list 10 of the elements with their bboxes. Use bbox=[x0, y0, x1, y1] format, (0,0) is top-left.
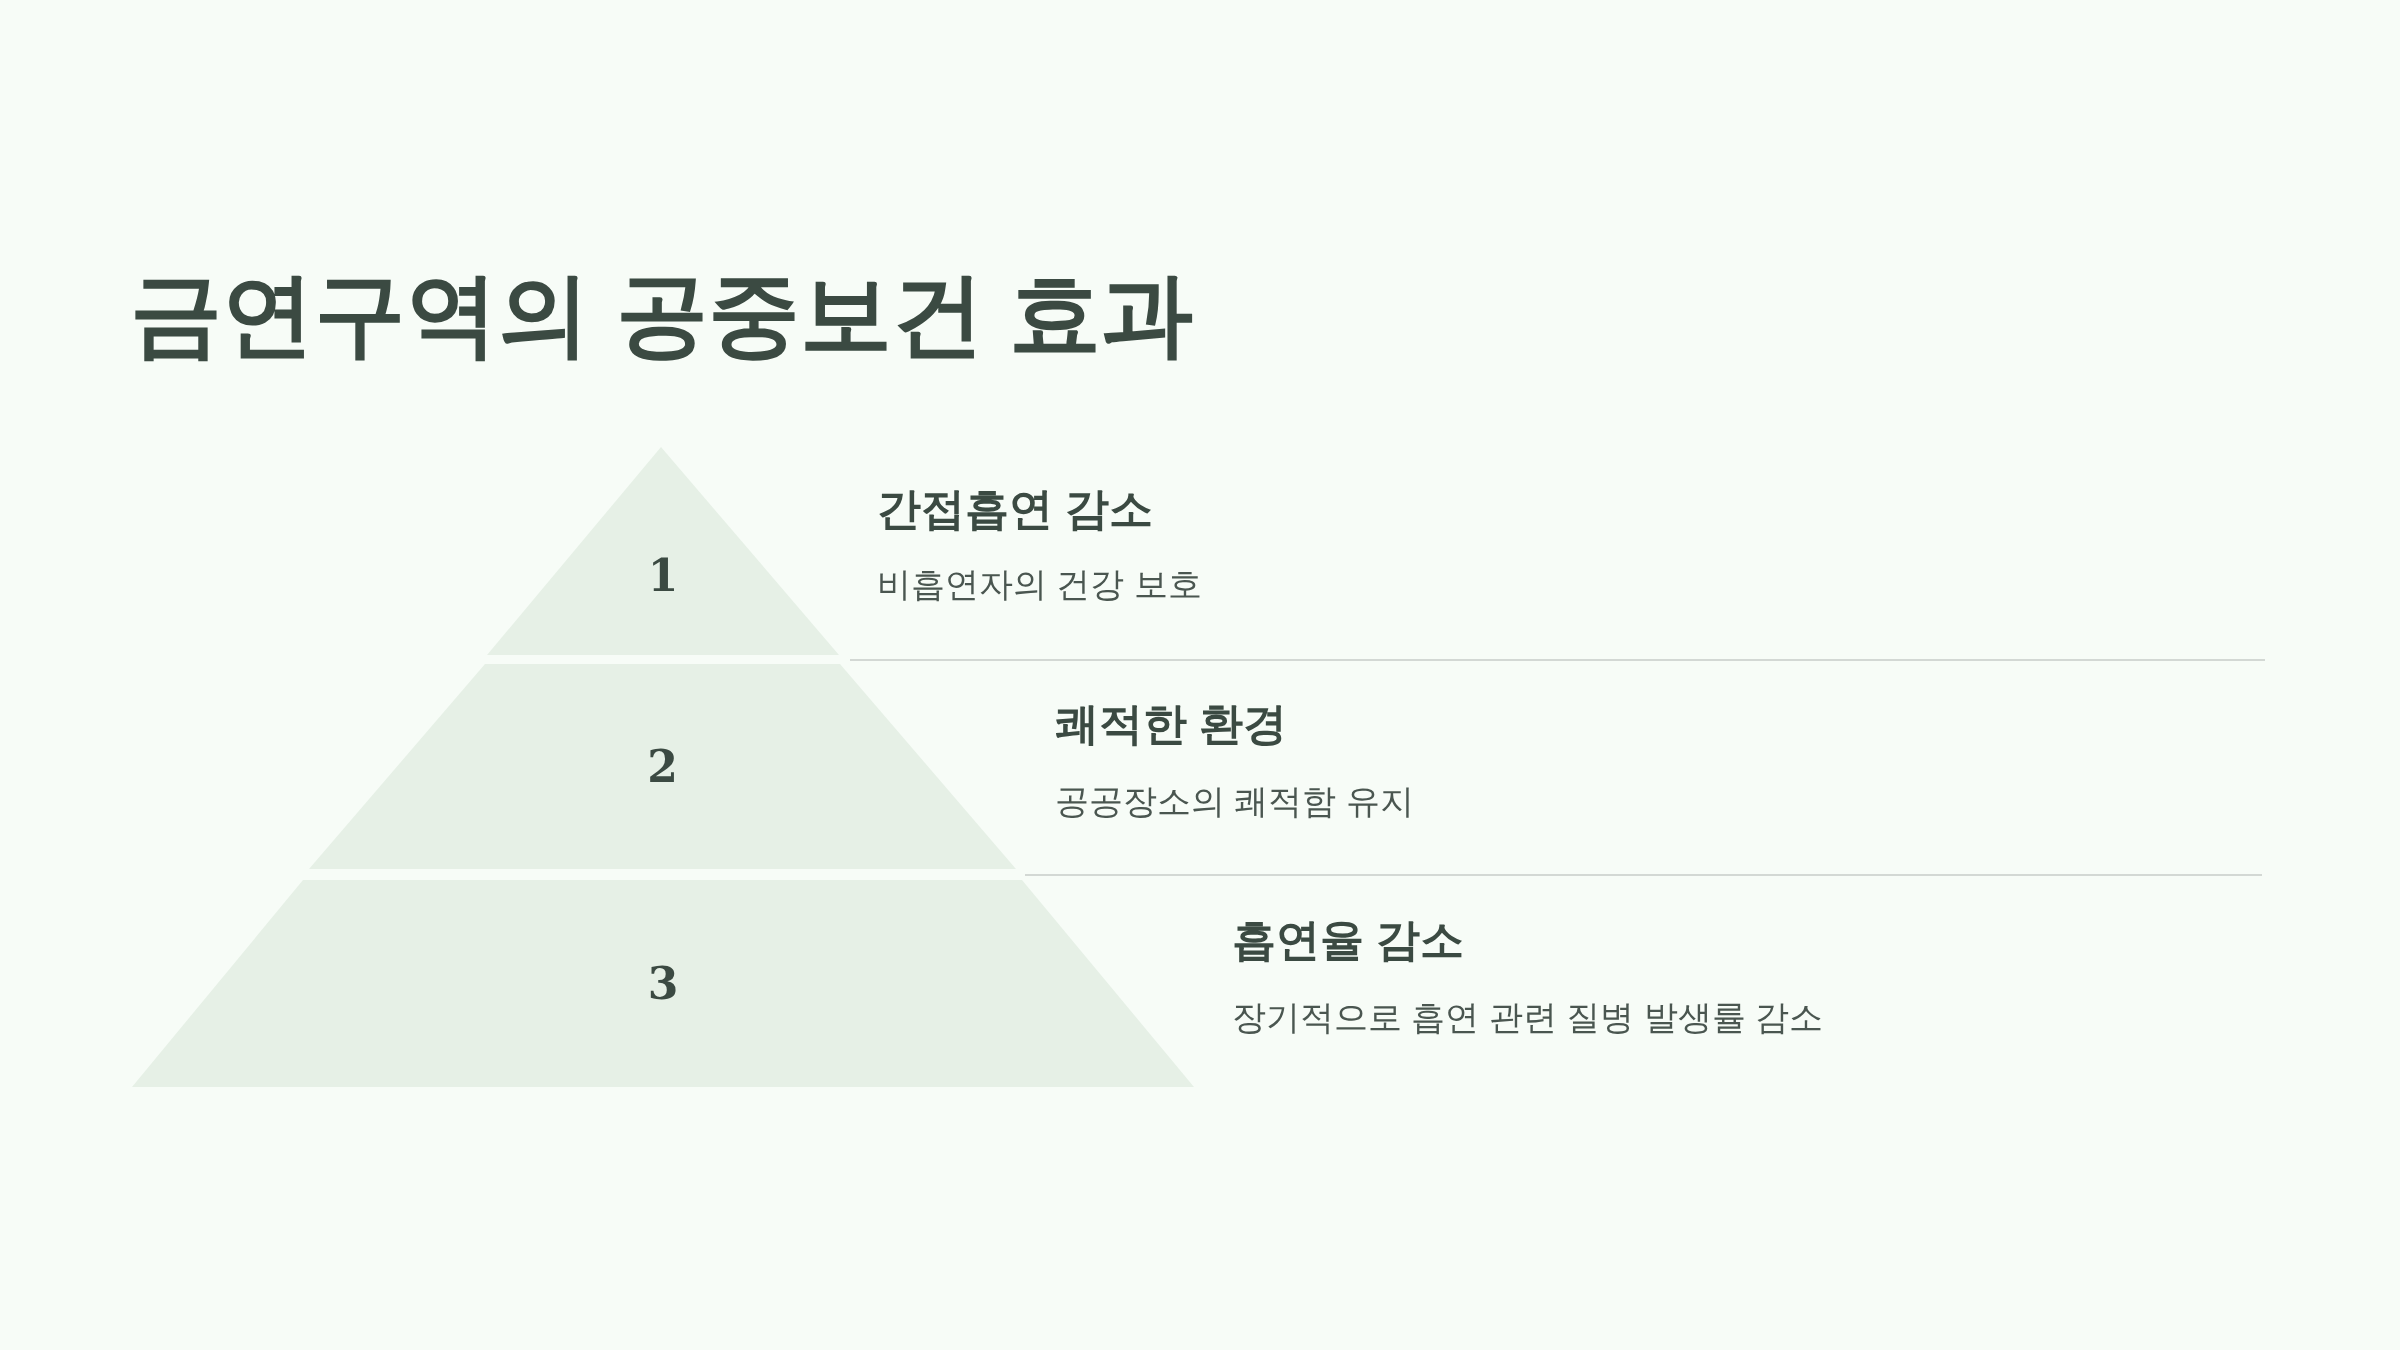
tier-description: 공공장소의 쾌적함 유지 bbox=[1055, 784, 1414, 818]
tier-heading: 간접흡연 감소 bbox=[877, 487, 1154, 531]
tier-heading: 흡연율 감소 bbox=[1232, 918, 1465, 962]
tier-number: 1 bbox=[647, 553, 679, 598]
tier-description: 장기적으로 흡연 관련 질병 발생률 감소 bbox=[1232, 1000, 1824, 1034]
tier-description: 비흡연자의 건강 보호 bbox=[877, 567, 1202, 601]
slide-title: 금연구역의 공중보건 효과 bbox=[130, 268, 1194, 360]
tier-number: 2 bbox=[647, 744, 678, 789]
tier-number: 3 bbox=[647, 961, 679, 1006]
tier-heading: 쾌적한 환경 bbox=[1055, 702, 1288, 746]
